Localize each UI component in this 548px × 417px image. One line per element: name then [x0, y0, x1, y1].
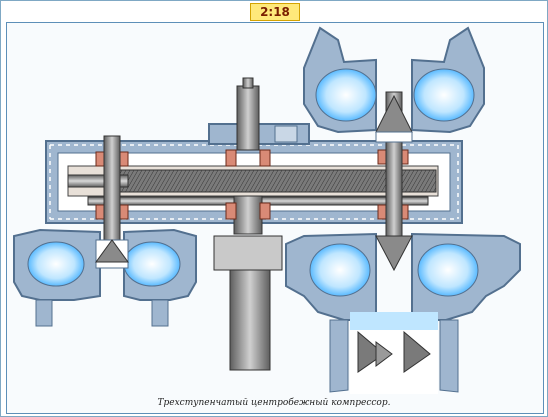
figure-caption: Трехступенчатый центробежный компрессор. [157, 398, 391, 408]
stage-2-volute [303, 26, 485, 143]
figure-number-badge: 2:18 [250, 3, 300, 21]
stage-1-volute [13, 228, 197, 327]
bearings [95, 149, 409, 220]
input-shaft [213, 77, 283, 371]
stage-3-volute [285, 232, 521, 394]
